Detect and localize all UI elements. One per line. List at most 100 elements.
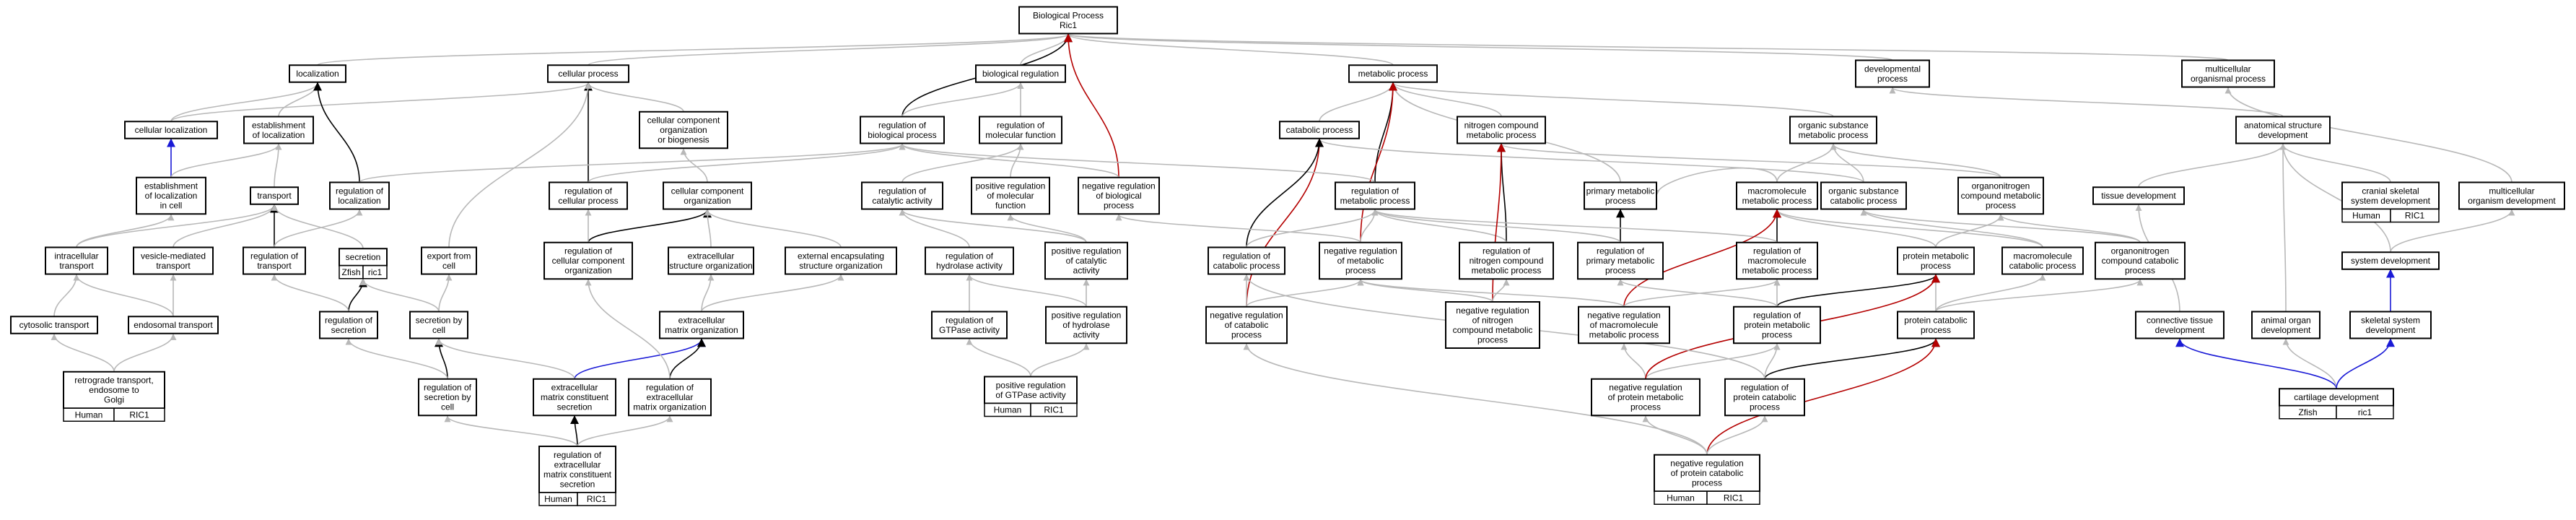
term-box (10, 316, 98, 334)
term-label: external encapsulating (798, 251, 884, 261)
term-label: negative regulation (1324, 246, 1397, 256)
go-term-loc[interactable]: localization (289, 64, 346, 83)
term-label: positive regulation (1052, 311, 1122, 321)
edge-is-a (704, 209, 842, 248)
go-term-transport[interactable]: transport (250, 186, 299, 205)
term-box (243, 116, 314, 144)
svg-text:ric1: ric1 (368, 267, 383, 277)
go-term-mp[interactable]: metabolic process (1348, 64, 1438, 83)
edge-is-a (1620, 343, 1646, 379)
go-term-endt[interactable]: endosomal transport (128, 316, 219, 334)
term-label: activity (1073, 330, 1100, 340)
go-term-cytt[interactable]: cytosolic transport (10, 316, 98, 334)
go-term-sysdev[interactable]: system development (2341, 251, 2440, 270)
term-label: matrix constituent (541, 392, 609, 402)
go-term-td[interactable]: tissue development (2092, 186, 2185, 205)
term-label: extracellular (551, 383, 598, 393)
species-tag-human: Human (2341, 208, 2391, 223)
go-term-catp[interactable]: catabolic process (1279, 121, 1360, 139)
go-term-cellloc[interactable]: cellular localization (124, 121, 218, 139)
species-tag-human: RIC1 (2390, 208, 2440, 223)
term-box (1279, 121, 1360, 139)
go-term-retro[interactable]: retrograde transport,endosome toGolgiHum… (63, 370, 165, 422)
term-box (2349, 311, 2432, 339)
go-term-cp[interactable]: cellular process (547, 64, 629, 83)
term-box (979, 116, 1062, 144)
term-label: process (1231, 330, 1262, 340)
edge-is-a (1617, 279, 1778, 308)
svg-text:RIC1: RIC1 (2405, 211, 2425, 221)
term-box (136, 176, 206, 215)
go-term-breg[interactable]: biological regulation (975, 64, 1066, 83)
term-label: tissue development (2101, 191, 2176, 201)
term-label: regulation of (1753, 311, 1802, 321)
edge-is-a (1316, 138, 1864, 183)
term-label: transport (257, 261, 292, 271)
